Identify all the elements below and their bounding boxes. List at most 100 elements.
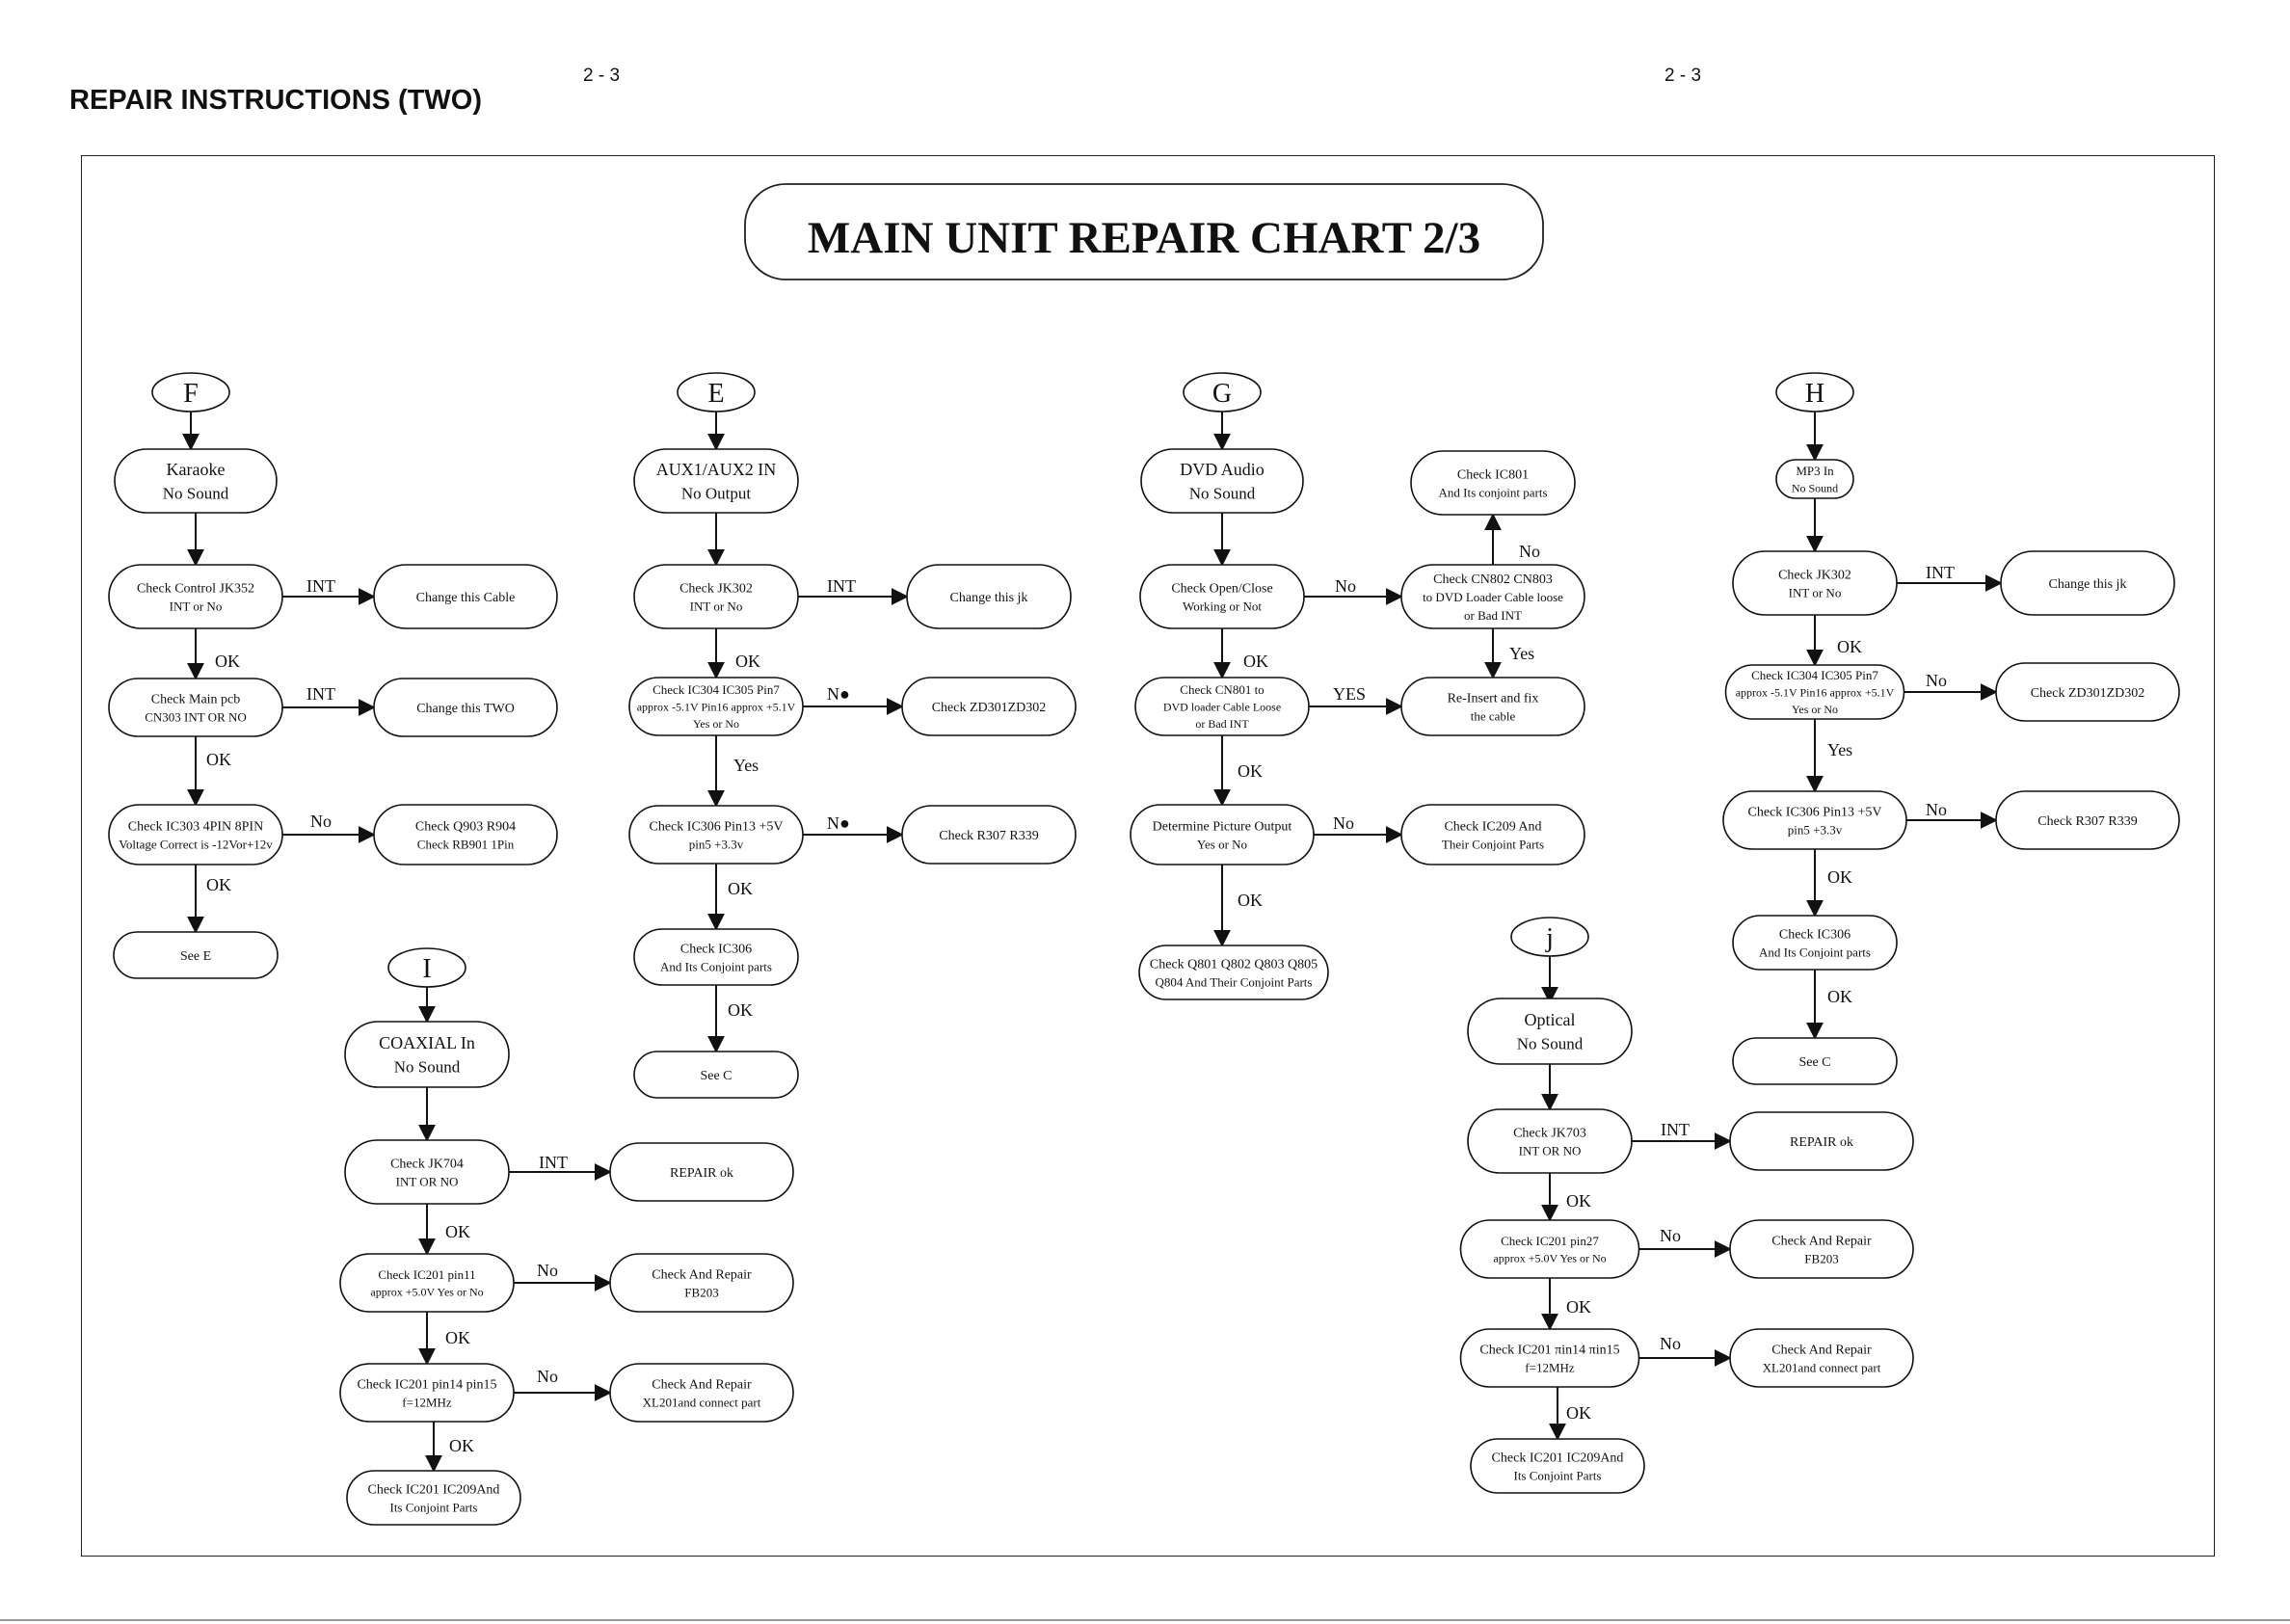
page-number-left: 2 - 3 xyxy=(583,66,621,86)
node-text-i7: XL201and connect part xyxy=(643,1395,761,1409)
node-text-i2: Check JK704 xyxy=(390,1157,464,1171)
node-text-f1: Karaoke xyxy=(167,460,226,479)
node-text-e9: See C xyxy=(700,1069,732,1083)
node-text-g9: Q804 And Their Conjoint Parts xyxy=(1156,974,1313,989)
edge-label-j_ok3: OK xyxy=(1566,1403,1591,1423)
node-j8 xyxy=(1470,1438,1645,1494)
node-i8 xyxy=(346,1470,521,1526)
node-text-i4: approx +5.0V Yes or No xyxy=(370,1285,483,1298)
node-text-g7: Determine Picture Output xyxy=(1153,819,1292,834)
connector-label-G: G xyxy=(1212,379,1232,409)
node-e6 xyxy=(628,805,804,865)
node-text-g1: No Sound xyxy=(1189,484,1256,502)
node-h5 xyxy=(1995,662,2180,722)
node-text-e7: Check R307 R339 xyxy=(939,829,1038,843)
edge-label-g_no1: No xyxy=(1335,576,1356,596)
node-text-h5: Check ZD301ZD302 xyxy=(2031,686,2145,701)
node-text-g1: DVD Audio xyxy=(1180,460,1265,479)
node-text-h1: MP3 In xyxy=(1796,464,1834,478)
page-title: REPAIR INSTRUCTIONS (TWO) xyxy=(69,85,482,116)
page-number-right: 2 - 3 xyxy=(1664,66,1702,86)
node-text-f8: See E xyxy=(180,949,211,964)
connector-label-I: I xyxy=(422,954,431,984)
node-f3 xyxy=(373,564,558,629)
connector-label-H: H xyxy=(1805,379,1824,409)
edge-label-i_int: INT xyxy=(539,1153,568,1172)
node-text-i3: REPAIR ok xyxy=(670,1166,733,1181)
node-text-g8: Check IC209 And xyxy=(1444,819,1541,834)
edge-label-e_ok3: OK xyxy=(728,1000,753,1020)
node-text-h4: approx -5.1V Pin16 approx +5.1V xyxy=(1736,686,1895,700)
node-text-f4: Check Main pcb xyxy=(151,692,241,706)
edge-label-g_yes2: YES xyxy=(1333,684,1366,704)
node-text-g3: or Bad INT xyxy=(1464,608,1522,623)
node-text-j8: Its Conjoint Parts xyxy=(1513,1468,1601,1482)
node-text-i6: Check IC201 pin14 pin15 xyxy=(357,1377,496,1392)
edge-label-j_int: INT xyxy=(1661,1120,1690,1139)
node-i6 xyxy=(339,1363,515,1423)
node-text-g5: DVD loader Cable Loose xyxy=(1163,701,1281,714)
node-text-g9: Check Q801 Q802 Q803 Q805 xyxy=(1150,957,1318,972)
connector-I xyxy=(387,947,466,988)
chart-title-box xyxy=(744,183,1544,280)
node-text-f7: Check RB901 1Pin xyxy=(417,837,515,851)
node-text-e6: Check IC306 Pin13 +5V xyxy=(650,819,784,834)
edge-label-e_no2: N● xyxy=(827,813,850,833)
edge-label-h_yes: Yes xyxy=(1827,740,1852,759)
node-text-g5: Check CN801 to xyxy=(1180,682,1264,697)
node-text-f3: Change this Cable xyxy=(416,591,516,605)
node-text-h8: Check IC306 xyxy=(1779,927,1851,942)
node-text-i6: f=12MHz xyxy=(402,1395,452,1409)
node-text-f2: Check Control JK352 xyxy=(137,581,254,596)
edge-label-g_no2: No xyxy=(1519,542,1540,561)
node-text-h2: Check JK302 xyxy=(1778,568,1851,582)
edge-label-i_no2: No xyxy=(537,1367,558,1386)
connector-label-E: E xyxy=(707,379,724,409)
node-text-g3: Check CN802 CN803 xyxy=(1433,572,1553,587)
node-g1 xyxy=(1140,448,1304,514)
node-i4 xyxy=(339,1253,515,1313)
node-text-e5: Check ZD301ZD302 xyxy=(932,701,1047,715)
node-g7 xyxy=(1130,804,1315,865)
edge-label-g_ok1: OK xyxy=(1243,652,1268,671)
connector-E xyxy=(677,372,756,413)
node-text-i7: Check And Repair xyxy=(652,1377,752,1392)
node-text-i8: Check IC201 IC209And xyxy=(368,1482,500,1497)
node-g2 xyxy=(1139,564,1305,629)
node-text-g4: And Its conjoint parts xyxy=(1438,485,1547,499)
node-j2 xyxy=(1467,1108,1633,1174)
node-e8 xyxy=(633,928,799,986)
node-f5 xyxy=(373,678,558,737)
node-i7 xyxy=(609,1363,794,1423)
node-text-j4: approx +5.0V Yes or No xyxy=(1493,1251,1606,1265)
edge-label-h_ok1: OK xyxy=(1837,637,1862,656)
node-e1 xyxy=(633,448,799,514)
node-text-e1: No Output xyxy=(681,484,752,502)
node-i2 xyxy=(344,1139,510,1205)
edge-label-h_int: INT xyxy=(1926,563,1955,582)
connector-G xyxy=(1183,372,1262,413)
edge-label-i_ok2: OK xyxy=(445,1328,470,1347)
node-g6 xyxy=(1400,677,1585,736)
node-j4 xyxy=(1459,1219,1640,1279)
node-e4 xyxy=(628,677,804,736)
edge-label-f_ok2: OK xyxy=(206,750,231,769)
node-text-e4: Yes or No xyxy=(693,717,739,731)
node-text-e3: Change this jk xyxy=(950,591,1028,605)
edge-label-i_no1: No xyxy=(537,1261,558,1280)
node-text-h4: Yes or No xyxy=(1792,703,1838,716)
node-i1 xyxy=(344,1021,510,1088)
node-e9 xyxy=(633,1051,799,1099)
edge-label-e_no1: N● xyxy=(827,684,850,704)
node-g3 xyxy=(1400,564,1585,629)
edge-label-h_ok2: OK xyxy=(1827,867,1852,887)
node-h8 xyxy=(1732,915,1898,971)
node-h1 xyxy=(1775,459,1854,499)
node-text-j5: FB203 xyxy=(1804,1251,1838,1265)
edge-label-g_yes1: Yes xyxy=(1509,644,1534,663)
node-text-g5: or Bad INT xyxy=(1195,717,1249,731)
node-text-f6: Voltage Correct is -12Vor+12v xyxy=(119,837,273,851)
node-j1 xyxy=(1467,998,1633,1065)
node-f6 xyxy=(108,804,283,865)
node-text-e2: Check JK302 xyxy=(679,581,753,596)
